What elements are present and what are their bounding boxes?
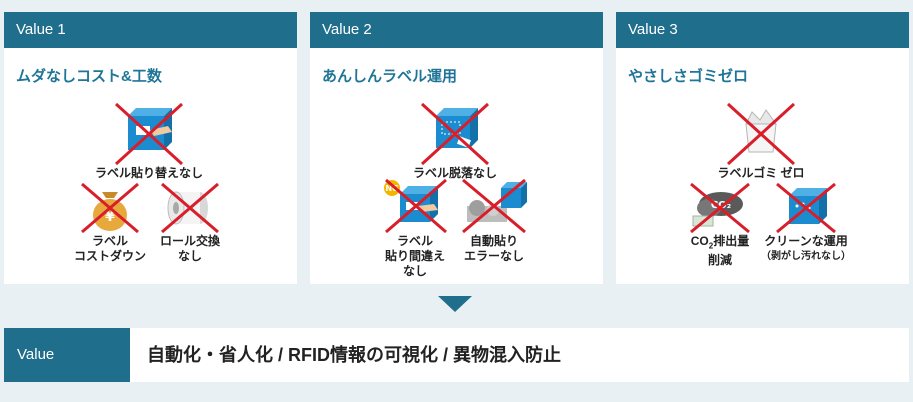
feature-item: クリーンな運用 （剥がし汚れなし） xyxy=(756,182,856,264)
auto-labeler-machine-icon xyxy=(462,178,527,234)
clean-box-icon xyxy=(776,182,836,234)
value-card-1: Value 1 ムダなしコスト&工数 ラベル貼り替えなし ¥ ラベル コストダウ… xyxy=(4,12,297,284)
co2-label: CO2排出量 xyxy=(684,234,756,253)
card-header: Value 2 xyxy=(310,12,603,48)
box-hand-label-icon xyxy=(114,102,184,166)
feature-item: ラベルゴミ ゼロ xyxy=(686,102,836,181)
co2-label-suffix: 排出量 xyxy=(713,234,750,248)
feature-label: クリーンな運用 xyxy=(764,234,848,248)
feature-item: ロール交換 なし xyxy=(154,182,226,264)
feature-label: コストダウン xyxy=(73,249,146,263)
ng-box-hand-icon: NG xyxy=(384,178,447,234)
feature-label: なし xyxy=(402,264,427,278)
feature-label: 貼り間違え xyxy=(384,249,445,263)
trash-box-icon xyxy=(726,102,796,166)
card-title: あんしんラベル運用 xyxy=(322,68,458,85)
feature-item: ラベル脱落なし xyxy=(380,102,530,181)
feature-item: CO₂ CO2排出量 削減 xyxy=(684,182,756,268)
feature-label: ラベル xyxy=(91,234,128,248)
value-card-2: Value 2 あんしんラベル運用 ラベル脱落なし NG ラベル 貼り間違え な xyxy=(310,12,603,284)
feature-label: ロール交換 xyxy=(159,234,220,248)
co2-label-subscript: 2 xyxy=(708,241,714,251)
ng-badge: NG xyxy=(385,184,398,193)
down-arrow-icon xyxy=(438,296,472,312)
co2-cloud-icon: CO₂ xyxy=(690,182,750,234)
feature-label: （剥がし汚れなし） xyxy=(761,251,851,262)
value-card-3: Value 3 やさしさゴミゼロ ラベルゴミ ゼロ CO₂ CO2排出量 削減 xyxy=(616,12,909,284)
value-summary-bar: Value 自動化・省人化 / RFID情報の可視化 / 異物混入防止 xyxy=(4,328,909,382)
feature-label: ラベルゴミ ゼロ xyxy=(717,166,805,180)
feature-label: 削減 xyxy=(707,253,732,268)
feature-item: ラベル貼り替えなし xyxy=(74,102,224,181)
feature-label: ラベル脱落なし xyxy=(412,166,497,180)
money-bag-yen-icon: ¥ xyxy=(81,182,139,234)
value-tag: Value xyxy=(4,328,130,382)
svg-text:¥: ¥ xyxy=(105,209,115,225)
box-label-falling-icon xyxy=(420,102,490,166)
feature-label: エラーなし xyxy=(463,249,524,263)
label-roll-icon xyxy=(161,182,219,234)
feature-item: NG ラベル 貼り間違え なし xyxy=(380,178,450,279)
value-summary-text: 自動化・省人化 / RFID情報の可視化 / 異物混入防止 xyxy=(147,345,561,365)
feature-label: なし xyxy=(177,249,202,263)
feature-item: 自動貼り エラーなし xyxy=(458,178,530,264)
feature-label: ラベル貼り替えなし xyxy=(94,166,203,180)
card-title: やさしさゴミゼロ xyxy=(628,68,749,85)
card-header: Value 1 xyxy=(4,12,297,48)
feature-label: 自動貼り xyxy=(469,234,518,248)
feature-label: ラベル xyxy=(396,234,433,248)
card-title: ムダなしコスト&工数 xyxy=(16,68,162,85)
feature-item: ¥ ラベル コストダウン xyxy=(70,182,150,264)
card-header: Value 3 xyxy=(616,12,909,48)
co2-label-prefix: CO xyxy=(690,234,709,248)
